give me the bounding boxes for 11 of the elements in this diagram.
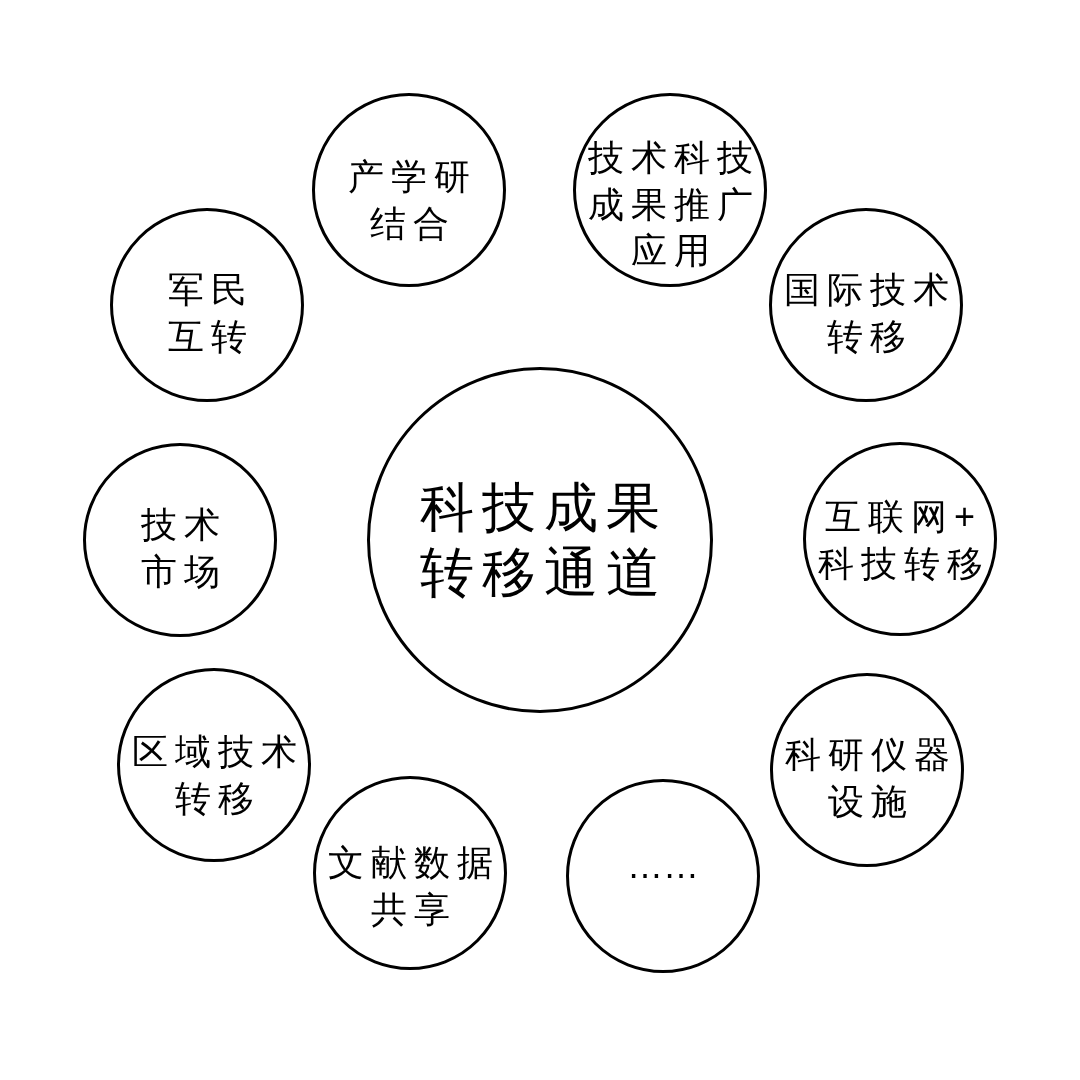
channel-label: 区域技术转移 <box>130 730 305 821</box>
channel-label: 国际技术转移 <box>782 268 957 359</box>
channel-label: 科研仪器设施 <box>783 733 958 824</box>
topic-label: 科技成果转移通道 <box>419 476 669 604</box>
channel-label: 互联网+科技转移 <box>816 495 991 586</box>
channel-label: 军民互转 <box>166 268 255 359</box>
channel-label: 产学研结合 <box>347 155 478 246</box>
channel-label: 文献数据共享 <box>326 841 501 932</box>
channel-label: 技术市场 <box>139 503 228 594</box>
channel-label: …… <box>627 843 699 888</box>
channel-label: 技术科技成果推广应用 <box>586 135 761 274</box>
